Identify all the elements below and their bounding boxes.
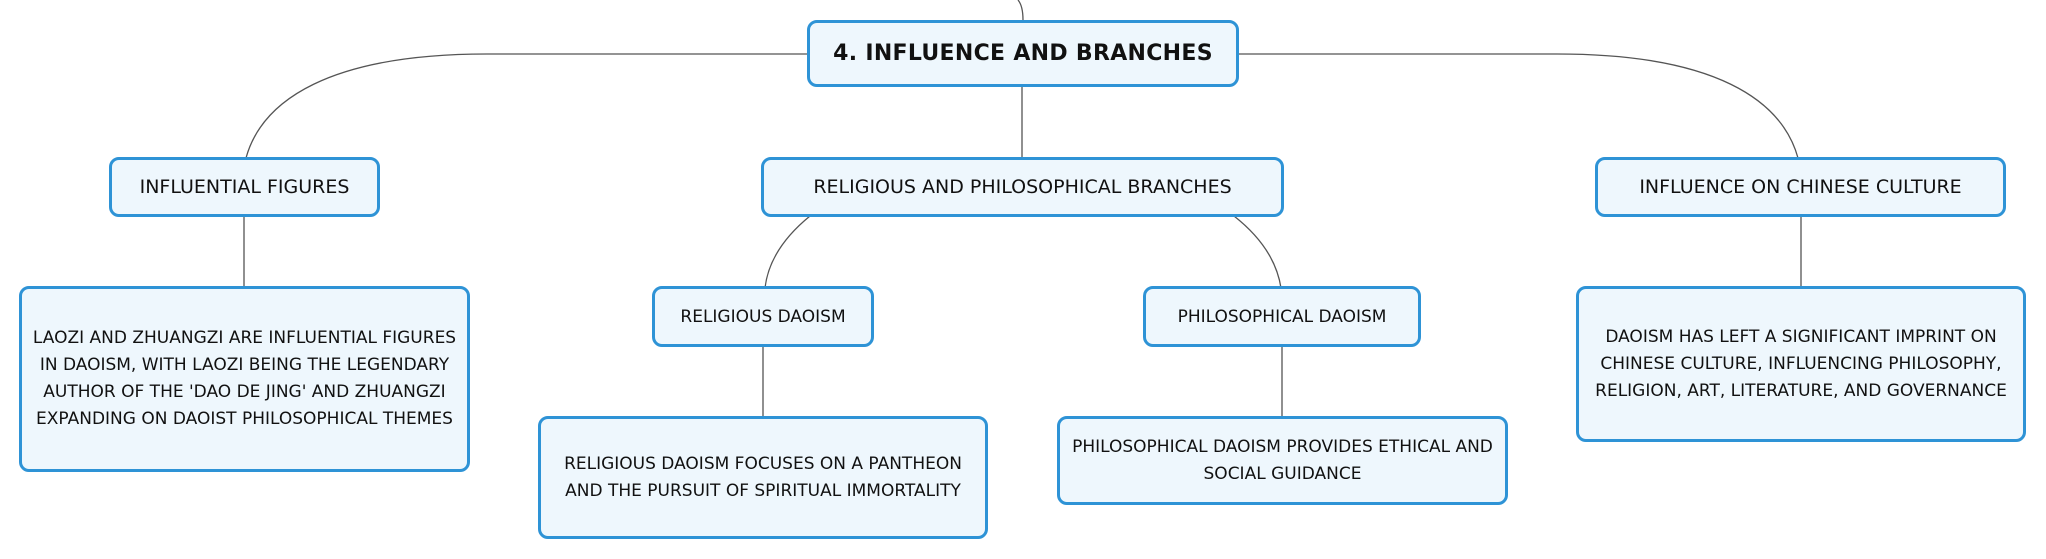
- detail-text: PHILOSOPHICAL DAOISM PROVIDES ETHICAL AN…: [1072, 436, 1493, 484]
- topic-influential-figures[interactable]: INFLUENTIAL FIGURES: [109, 157, 380, 217]
- connector-branches-to-philosophical: [1233, 215, 1282, 289]
- topic-label: INFLUENTIAL FIGURES: [139, 176, 350, 198]
- root-topic-node[interactable]: 4. INFLUENCE AND BRANCHES: [807, 20, 1239, 87]
- detail-text: LAOZI AND ZHUANGZI ARE INFLUENTIAL FIGUR…: [32, 328, 457, 429]
- topic-influence-on-chinese-culture[interactable]: INFLUENCE ON CHINESE CULTURE: [1595, 157, 2006, 217]
- topic-label: RELIGIOUS DAOISM: [680, 306, 846, 327]
- detail-religious-daoism[interactable]: RELIGIOUS DAOISM FOCUSES ON A PANTHEON A…: [538, 416, 988, 539]
- detail-influence-on-chinese-culture[interactable]: DAOISM HAS LEFT A SIGNIFICANT IMPRINT ON…: [1576, 286, 2026, 442]
- connector-root-to-culture: [1238, 53, 1799, 159]
- detail-influential-figures[interactable]: LAOZI AND ZHUANGZI ARE INFLUENTIAL FIGUR…: [19, 286, 470, 472]
- root-topic-label: 4. INFLUENCE AND BRANCHES: [833, 41, 1213, 66]
- detail-text: DAOISM HAS LEFT A SIGNIFICANT IMPRINT ON…: [1595, 326, 2007, 401]
- connector-parent-in: [1017, 0, 1024, 21]
- topic-religious-philosophical-branches[interactable]: RELIGIOUS AND PHILOSOPHICAL BRANCHES: [761, 157, 1284, 217]
- topic-label: RELIGIOUS AND PHILOSOPHICAL BRANCHES: [813, 176, 1232, 198]
- topic-philosophical-daoism[interactable]: PHILOSOPHICAL DAOISM: [1143, 286, 1421, 347]
- connector-root-to-figures: [245, 53, 807, 159]
- detail-philosophical-daoism[interactable]: PHILOSOPHICAL DAOISM PROVIDES ETHICAL AN…: [1057, 416, 1508, 505]
- topic-religious-daoism[interactable]: RELIGIOUS DAOISM: [652, 286, 874, 347]
- connector-branches-to-religious: [764, 215, 811, 289]
- topic-label: PHILOSOPHICAL DAOISM: [1177, 306, 1387, 327]
- detail-text: RELIGIOUS DAOISM FOCUSES ON A PANTHEON A…: [564, 453, 962, 501]
- topic-label: INFLUENCE ON CHINESE CULTURE: [1639, 176, 1962, 198]
